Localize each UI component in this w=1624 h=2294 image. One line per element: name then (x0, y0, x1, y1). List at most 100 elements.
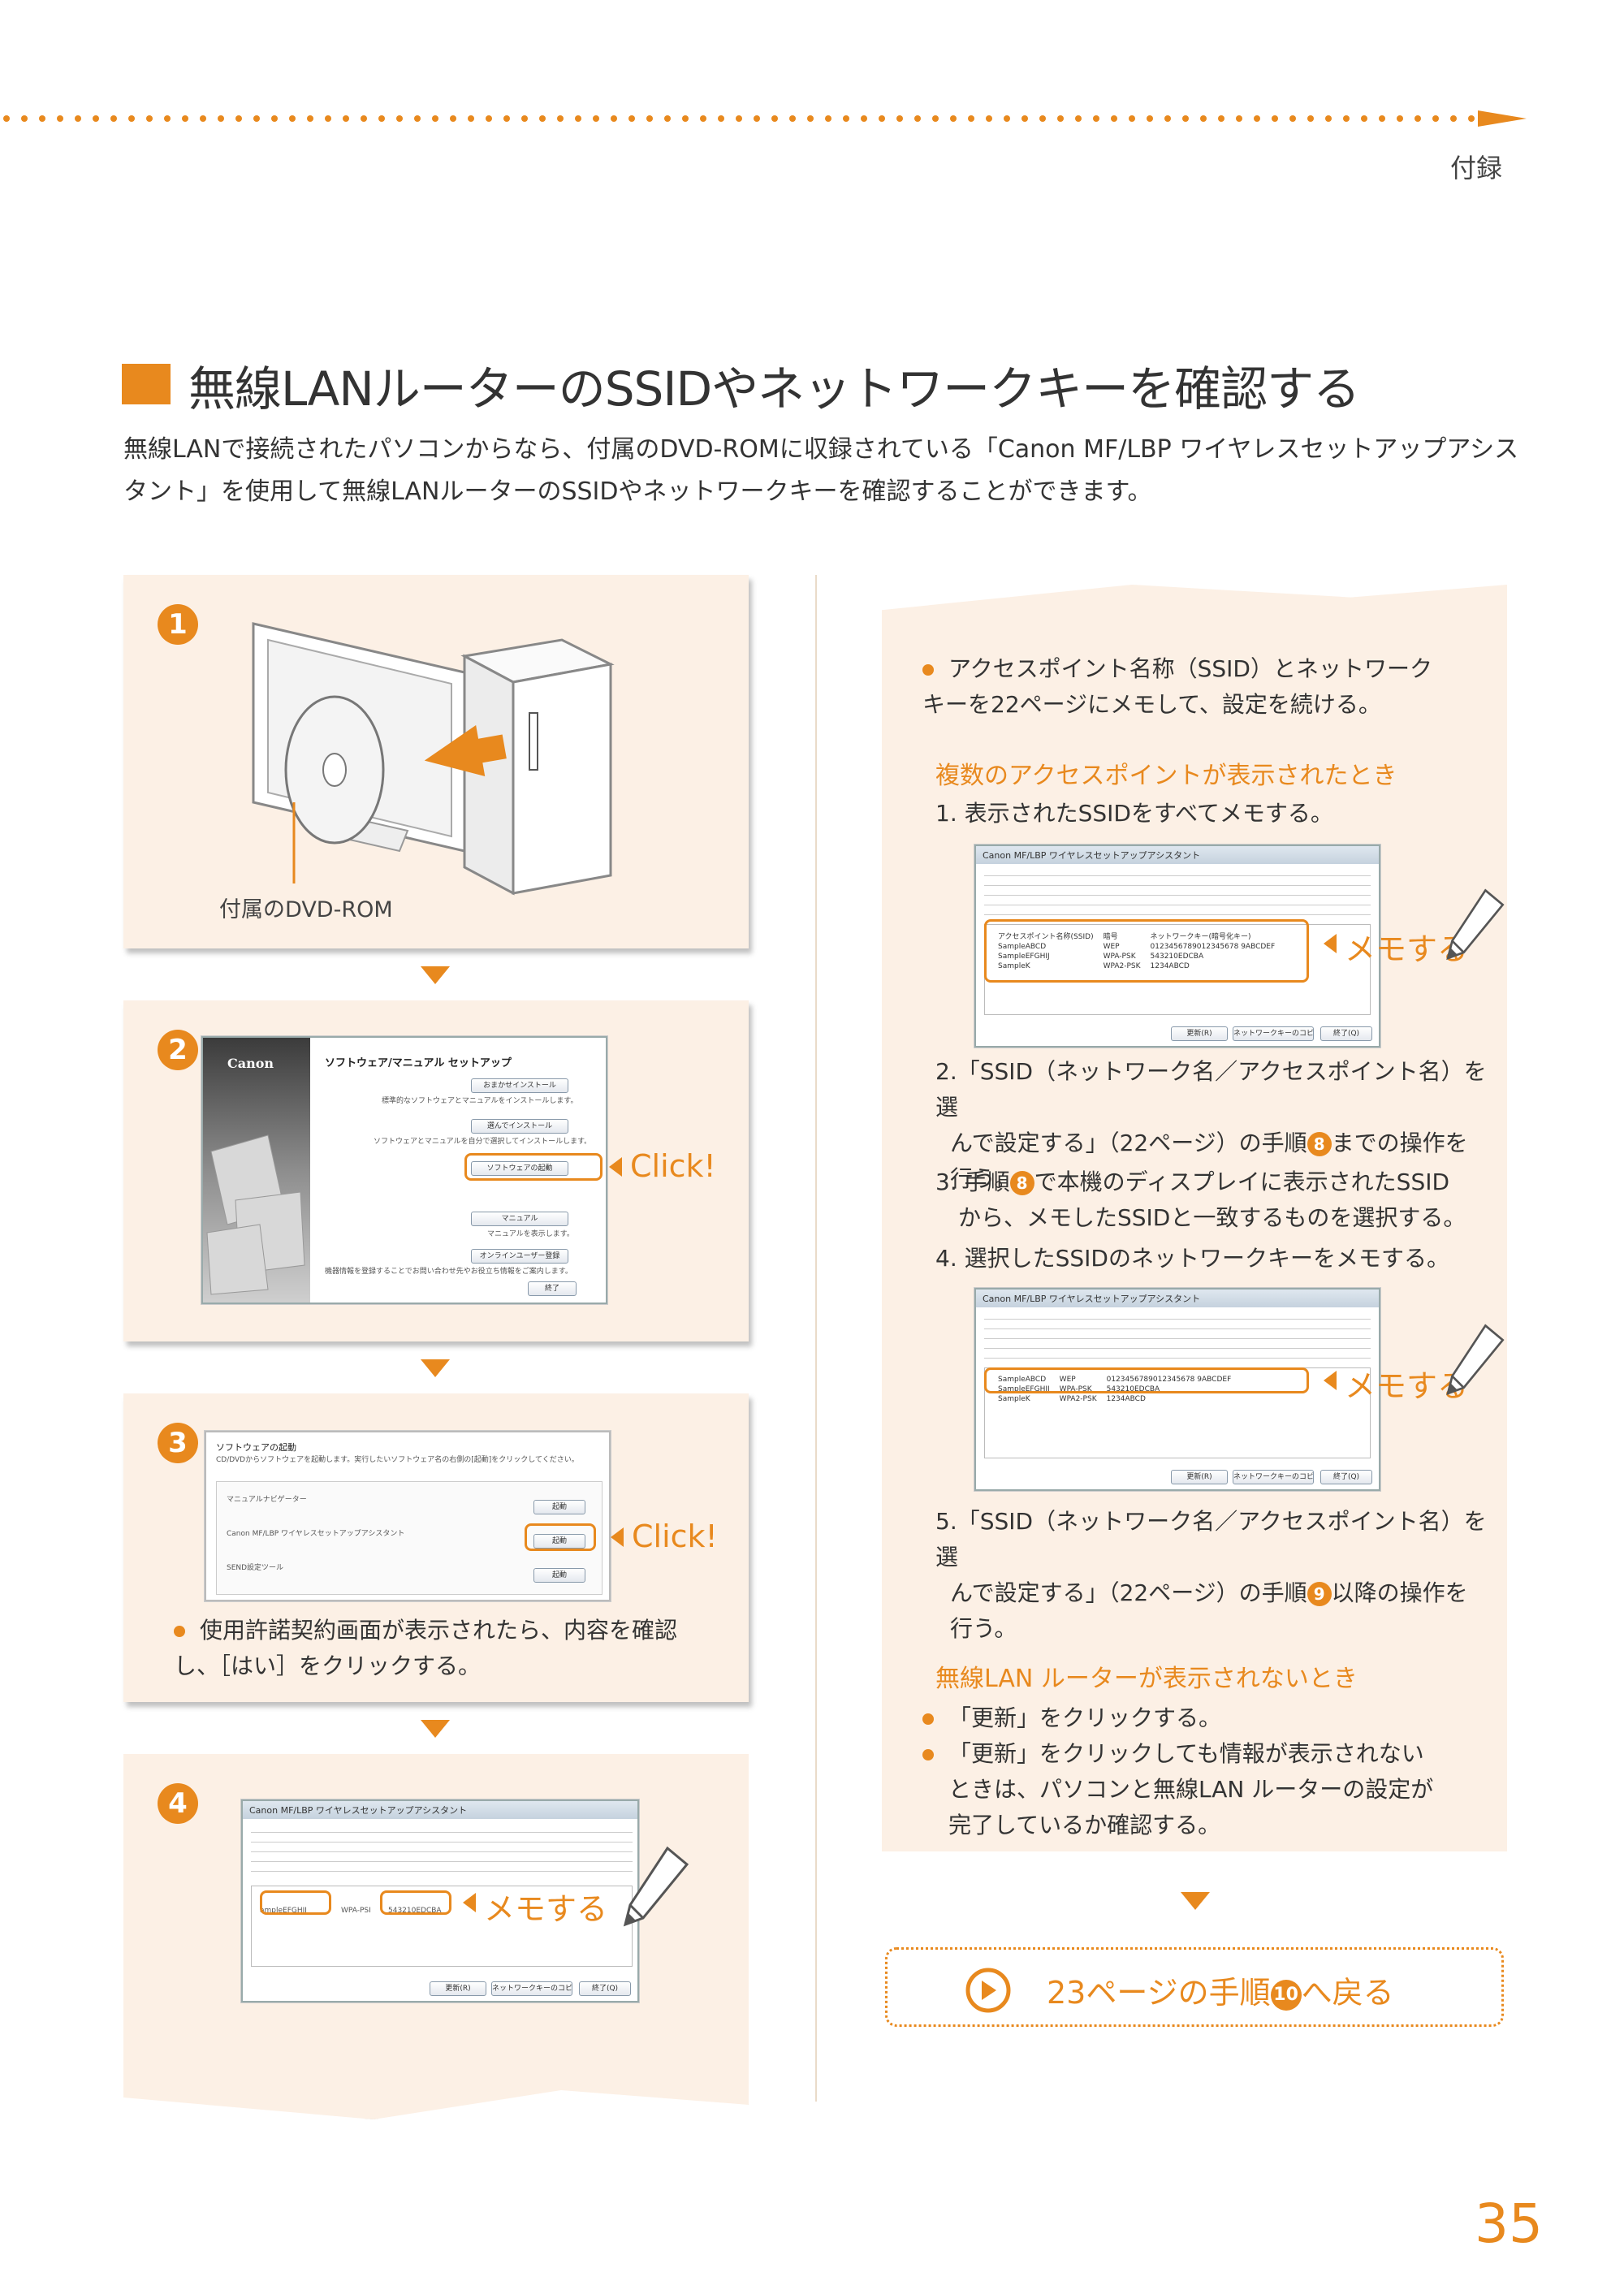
rule-dot (682, 115, 689, 122)
table-row[interactable]: SampleABCD WEP 0123456789012345678 9ABCD… (993, 1375, 1236, 1385)
rule-dot (825, 115, 831, 122)
ssid-cell: SampleK (998, 962, 1030, 970)
launch-software-button[interactable]: ソフトウェアの起動 (471, 1161, 568, 1176)
column-divider (815, 575, 817, 2102)
click-callout: Click! (632, 1519, 718, 1554)
exit-button[interactable]: 終了(Q) (1320, 1470, 1372, 1484)
rule-dot (539, 115, 546, 122)
launch-button[interactable]: 起動 (533, 1500, 585, 1514)
rule-dot (1325, 115, 1332, 122)
memo-callout: メモする (484, 1891, 608, 1927)
select-install-desc: ソフトウェアとマニュアルを自分で選択してインストールします。 (374, 1138, 586, 1146)
canon-logo: Canon (227, 1056, 274, 1071)
copy-key-button[interactable]: ネットワークキーのコピー (1233, 1026, 1314, 1041)
encryption-cell: WEP (1103, 943, 1120, 951)
online-registration-button[interactable]: オンラインユーザー登録 (471, 1249, 568, 1264)
step-number: 1 (158, 604, 198, 645)
page-number: 35 (1475, 2192, 1543, 2255)
table-row[interactable]: SampleEFGHIJ WPA-PSK 543210EDCBA (993, 1385, 1236, 1394)
exit-button[interactable]: 終了 (528, 1281, 577, 1296)
auto-install-button[interactable]: おまかせインストール (471, 1078, 568, 1093)
encryption-cell: WPA2-PSK (1059, 1395, 1097, 1403)
rule-dot (1004, 115, 1010, 122)
rule-dot (164, 115, 171, 122)
launch-button[interactable]: 起動 (533, 1568, 585, 1583)
refresh-button[interactable]: 更新(R) (430, 1981, 486, 1996)
no-router-bullet: 「更新」をクリックする。 (922, 1700, 1442, 1736)
rule-dot (1254, 115, 1260, 122)
key-cell: 0123456789012345678 9ABCDEF (1150, 943, 1276, 951)
highlight-box (260, 1890, 331, 1915)
rule-dot (39, 115, 45, 122)
step-item-2: 2.「SSID（ネットワーク名／アクセスポイント名）を選 んで設定する」（22ペ… (935, 1058, 1487, 1192)
copy-key-button[interactable]: ネットワークキーのコピー (1233, 1470, 1314, 1484)
rule-dot (1272, 115, 1278, 122)
manual-button[interactable]: マニュアル (471, 1212, 568, 1226)
rule-dot (235, 115, 242, 122)
rule-dot (343, 115, 349, 122)
rule-dot (503, 115, 510, 122)
ap-selected-window: Canon MF/LBP ワイヤレスセットアップアシスタント SampleABC… (974, 1288, 1380, 1491)
rule-dot (718, 115, 724, 122)
top-dotted-rule: /* dots drawn below */ (3, 110, 1527, 127)
table-row[interactable]: SampleK WPA2-PSK 1234ABCD (993, 961, 1280, 971)
pointer-arrow-icon (611, 1527, 624, 1547)
step-number: 4 (158, 1783, 198, 1824)
manual-desc: マニュアルを表示します。 (487, 1230, 574, 1238)
rule-dot (593, 115, 599, 122)
highlight-box (984, 1367, 1309, 1393)
step-2-panel: 2 Canon ソフトウェア/マニュアル セットアップ おまかせインストール 標… (123, 1000, 749, 1341)
rule-dot (557, 115, 564, 122)
rule-arrow-icon (1478, 110, 1527, 127)
rule-dot (628, 115, 635, 122)
refresh-button[interactable]: 更新(R) (1171, 1470, 1228, 1484)
refresh-button[interactable]: 更新(R) (1171, 1026, 1228, 1041)
rule-dot (700, 115, 706, 122)
rule-dot (1057, 115, 1064, 122)
encryption-cell: WPA-PSK (1059, 1385, 1092, 1393)
bullet-icon (922, 664, 934, 676)
rule-dot (1129, 115, 1135, 122)
key-cell: 543210EDCBA (1106, 1385, 1160, 1393)
table-row[interactable]: SampleABCD WEP 0123456789012345678 9ABCD… (993, 942, 1280, 952)
section-label: 付録 (1449, 153, 1502, 184)
pencil-icon (623, 1846, 689, 1927)
encryption-cell: WPA2-PSK (1103, 962, 1141, 970)
step-number: 3 (158, 1423, 198, 1463)
rule-dot (575, 115, 581, 122)
copy-key-button[interactable]: ネットワークキーのコピー (491, 1981, 572, 1996)
select-install-button[interactable]: 選んでインストール (471, 1119, 568, 1134)
rule-dot (664, 115, 671, 122)
table-row[interactable]: SampleK WPA2-PSK 1234ABCD (993, 1394, 1236, 1404)
ap-table: SampleABCD WEP 0123456789012345678 9ABCD… (984, 1367, 1371, 1458)
rule-dot (879, 115, 885, 122)
step-ref-badge: 9 (1307, 1582, 1332, 1606)
column-header: アクセスポイント名称(SSID) (998, 933, 1094, 941)
right-info-panel: アクセスポイント名称（SSID）とネットワークキーを22ページにメモして、設定を… (882, 585, 1507, 1851)
rule-dot (861, 115, 867, 122)
auto-install-desc: 標準的なソフトウェアとマニュアルをインストールします。 (382, 1097, 578, 1105)
ap-table-grid: SampleABCD WEP 0123456789012345678 9ABCD… (993, 1375, 1236, 1404)
ssid-cell: ampleEFGHIJ (260, 1907, 307, 1915)
step-ref-badge: 8 (1009, 1171, 1034, 1195)
table-row[interactable]: SampleEFGHIJ WPA-PSK 543210EDCBA (993, 952, 1280, 961)
rule-dot (914, 115, 921, 122)
exit-button[interactable]: 終了(Q) (579, 1981, 631, 1996)
rule-dot (1450, 115, 1457, 122)
launch-button[interactable]: 起動 (533, 1534, 585, 1549)
step-3-panel: 3 ソフトウェアの起動 CD/DVDからソフトウェアを起動します。実行したいソフ… (123, 1393, 749, 1702)
rule-dot (1147, 115, 1153, 122)
rule-dot (611, 115, 617, 122)
rule-dot (754, 115, 760, 122)
rule-dot (486, 115, 492, 122)
rule-dot (771, 115, 778, 122)
rule-dot (1182, 115, 1189, 122)
rule-dot (289, 115, 296, 122)
key-cell: 543210EDCBA (1150, 953, 1204, 961)
exit-button[interactable]: 終了(Q) (1320, 1026, 1372, 1041)
key-cell: 1234ABCD (1150, 962, 1190, 970)
dvd-caption: 付属のDVD-ROM (219, 897, 393, 922)
ap-table: アクセスポイント名称(SSID) 暗号 ネットワークキー(暗号化キー) Samp… (984, 924, 1371, 1015)
